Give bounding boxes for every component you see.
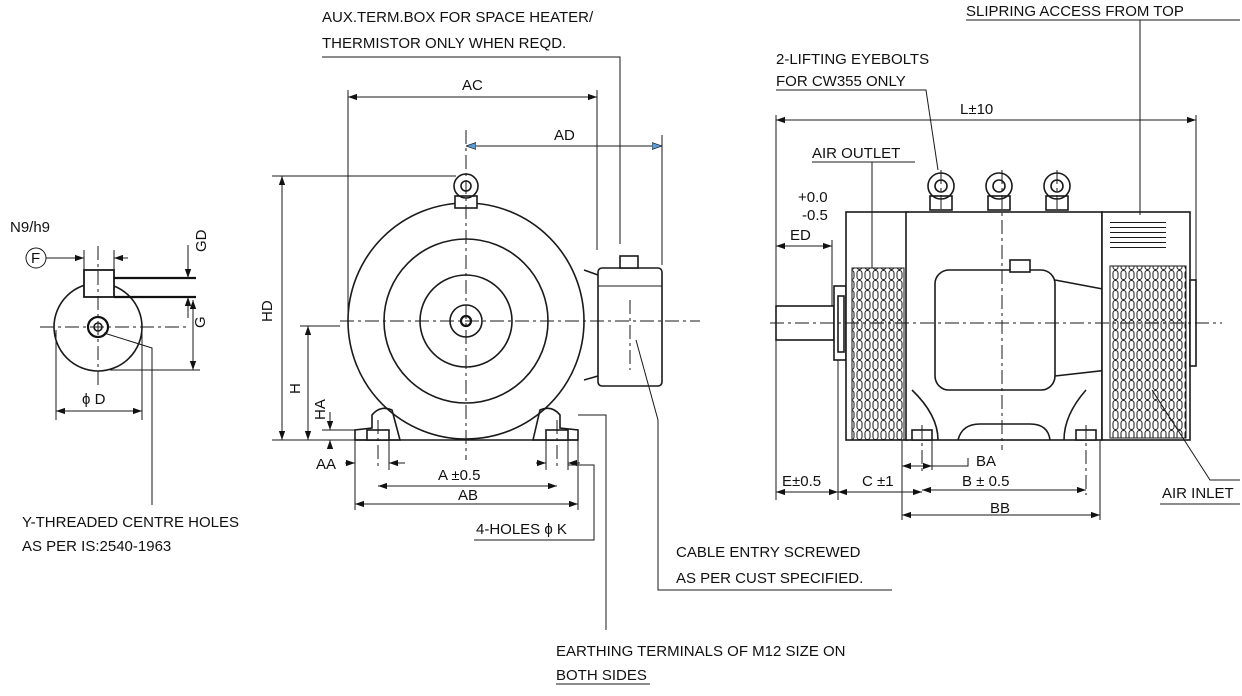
n9h9-label: N9/h9 [10, 219, 50, 236]
dim-ad: AD [554, 127, 575, 144]
aux-term-box-label-1: AUX.TERM.BOX FOR SPACE HEATER/ [322, 9, 594, 26]
cable-entry-label-2: AS PER CUST SPECIFIED. [676, 570, 863, 587]
dim-hd: HD [259, 300, 276, 322]
dim-a: A ±0.5 [438, 467, 480, 484]
earthing-label-2: BOTH SIDES [556, 667, 647, 684]
dim-b: B ± 0.5 [962, 473, 1009, 490]
lifting-eyebolts-label-2: FOR CW355 ONLY [776, 73, 906, 90]
shaft-end-view [25, 245, 200, 505]
dim-ha: HA [312, 399, 329, 420]
dim-ba: BA [976, 453, 996, 470]
f-symbol-label: F [31, 250, 40, 267]
four-holes-label: 4-HOLES ϕ K [476, 521, 567, 538]
cable-entry-label-1: CABLE ENTRY SCREWED [676, 544, 861, 561]
dim-tol-plus: +0.0 [798, 189, 828, 206]
centre-holes-label-2: AS PER IS:2540-1963 [22, 538, 171, 555]
dim-l: L±10 [960, 101, 993, 118]
slipring-access-label: SLIPRING ACCESS FROM TOP [966, 3, 1184, 20]
aux-term-box-label-2: THERMISTOR ONLY WHEN REQD. [322, 35, 566, 52]
earthing-label-1: EARTHING TERMINALS OF M12 SIZE ON [556, 643, 846, 660]
dim-c: C ±1 [862, 473, 894, 490]
dim-h: H [287, 383, 304, 394]
lifting-eyebolts-label-1: 2-LIFTING EYEBOLTS [776, 51, 929, 68]
dim-tol-minus: -0.5 [802, 207, 828, 224]
air-outlet-label: AIR OUTLET [812, 145, 900, 162]
air-inlet-label: AIR INLET [1162, 485, 1234, 502]
dim-ab: AB [458, 487, 478, 504]
dim-aa: AA [316, 456, 336, 473]
centre-holes-label-1: Y-THREADED CENTRE HOLES [22, 514, 239, 531]
dim-bb: BB [990, 500, 1010, 517]
side-view [770, 19, 1240, 520]
dim-gd: GD [193, 229, 210, 252]
dim-g: G [192, 316, 209, 328]
dim-ed: ED [790, 227, 811, 244]
dim-e: E±0.5 [782, 473, 821, 490]
dim-phi-d: ϕ D [82, 391, 106, 408]
labels-group: AUX.TERM.BOX FOR SPACE HEATER/ THERMISTO… [10, 3, 1240, 685]
dim-ac: AC [462, 77, 483, 94]
